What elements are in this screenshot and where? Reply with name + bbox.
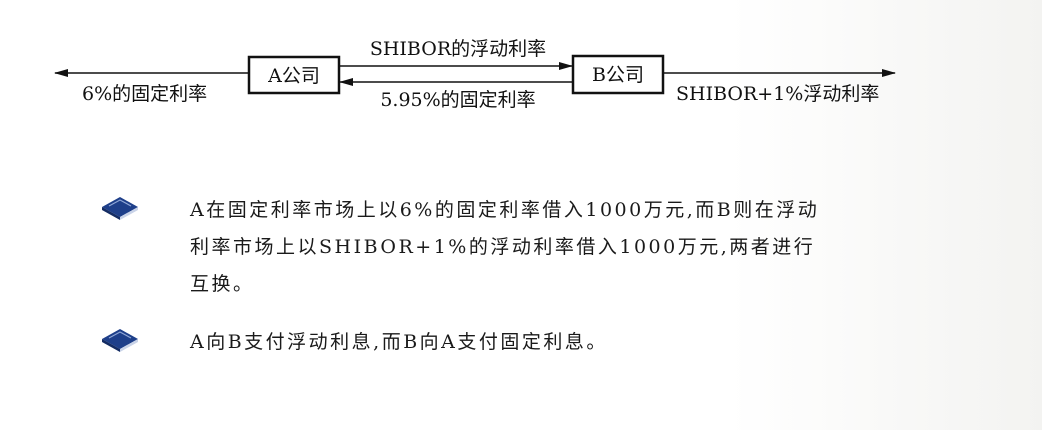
swap-diagram: 6%的固定利率 A公司 SHIBOR的浮动利率 5.95%的固定利率 B公司 S… bbox=[54, 38, 896, 111]
bullet-item: A向B支付浮动利息,而B向A支付固定利息。 bbox=[100, 324, 900, 361]
bullet-item: A在固定利率市场上以6%的固定利率借入1000万元,而B则在浮动利率市场上以SH… bbox=[100, 192, 900, 303]
label-a-left: 6%的固定利率 bbox=[82, 83, 207, 105]
label-b-to-a: 5.95%的固定利率 bbox=[380, 89, 535, 111]
company-b-box bbox=[571, 54, 665, 95]
label-a-to-b: SHIBOR的浮动利率 bbox=[370, 38, 546, 60]
label-b-right: SHIBOR+1%浮动利率 bbox=[676, 83, 879, 105]
book-icon bbox=[102, 329, 138, 352]
company-a-label: A公司 bbox=[267, 65, 320, 87]
bullet-text: A在固定利率市场上以6%的固定利率借入1000万元,而B则在浮动利率市场上以SH… bbox=[190, 199, 820, 295]
book-icon bbox=[102, 197, 138, 220]
company-a-box bbox=[247, 55, 341, 95]
company-b-label: B公司 bbox=[592, 64, 644, 86]
bullet-text: A向B支付浮动利息,而B向A支付固定利息。 bbox=[190, 331, 608, 353]
